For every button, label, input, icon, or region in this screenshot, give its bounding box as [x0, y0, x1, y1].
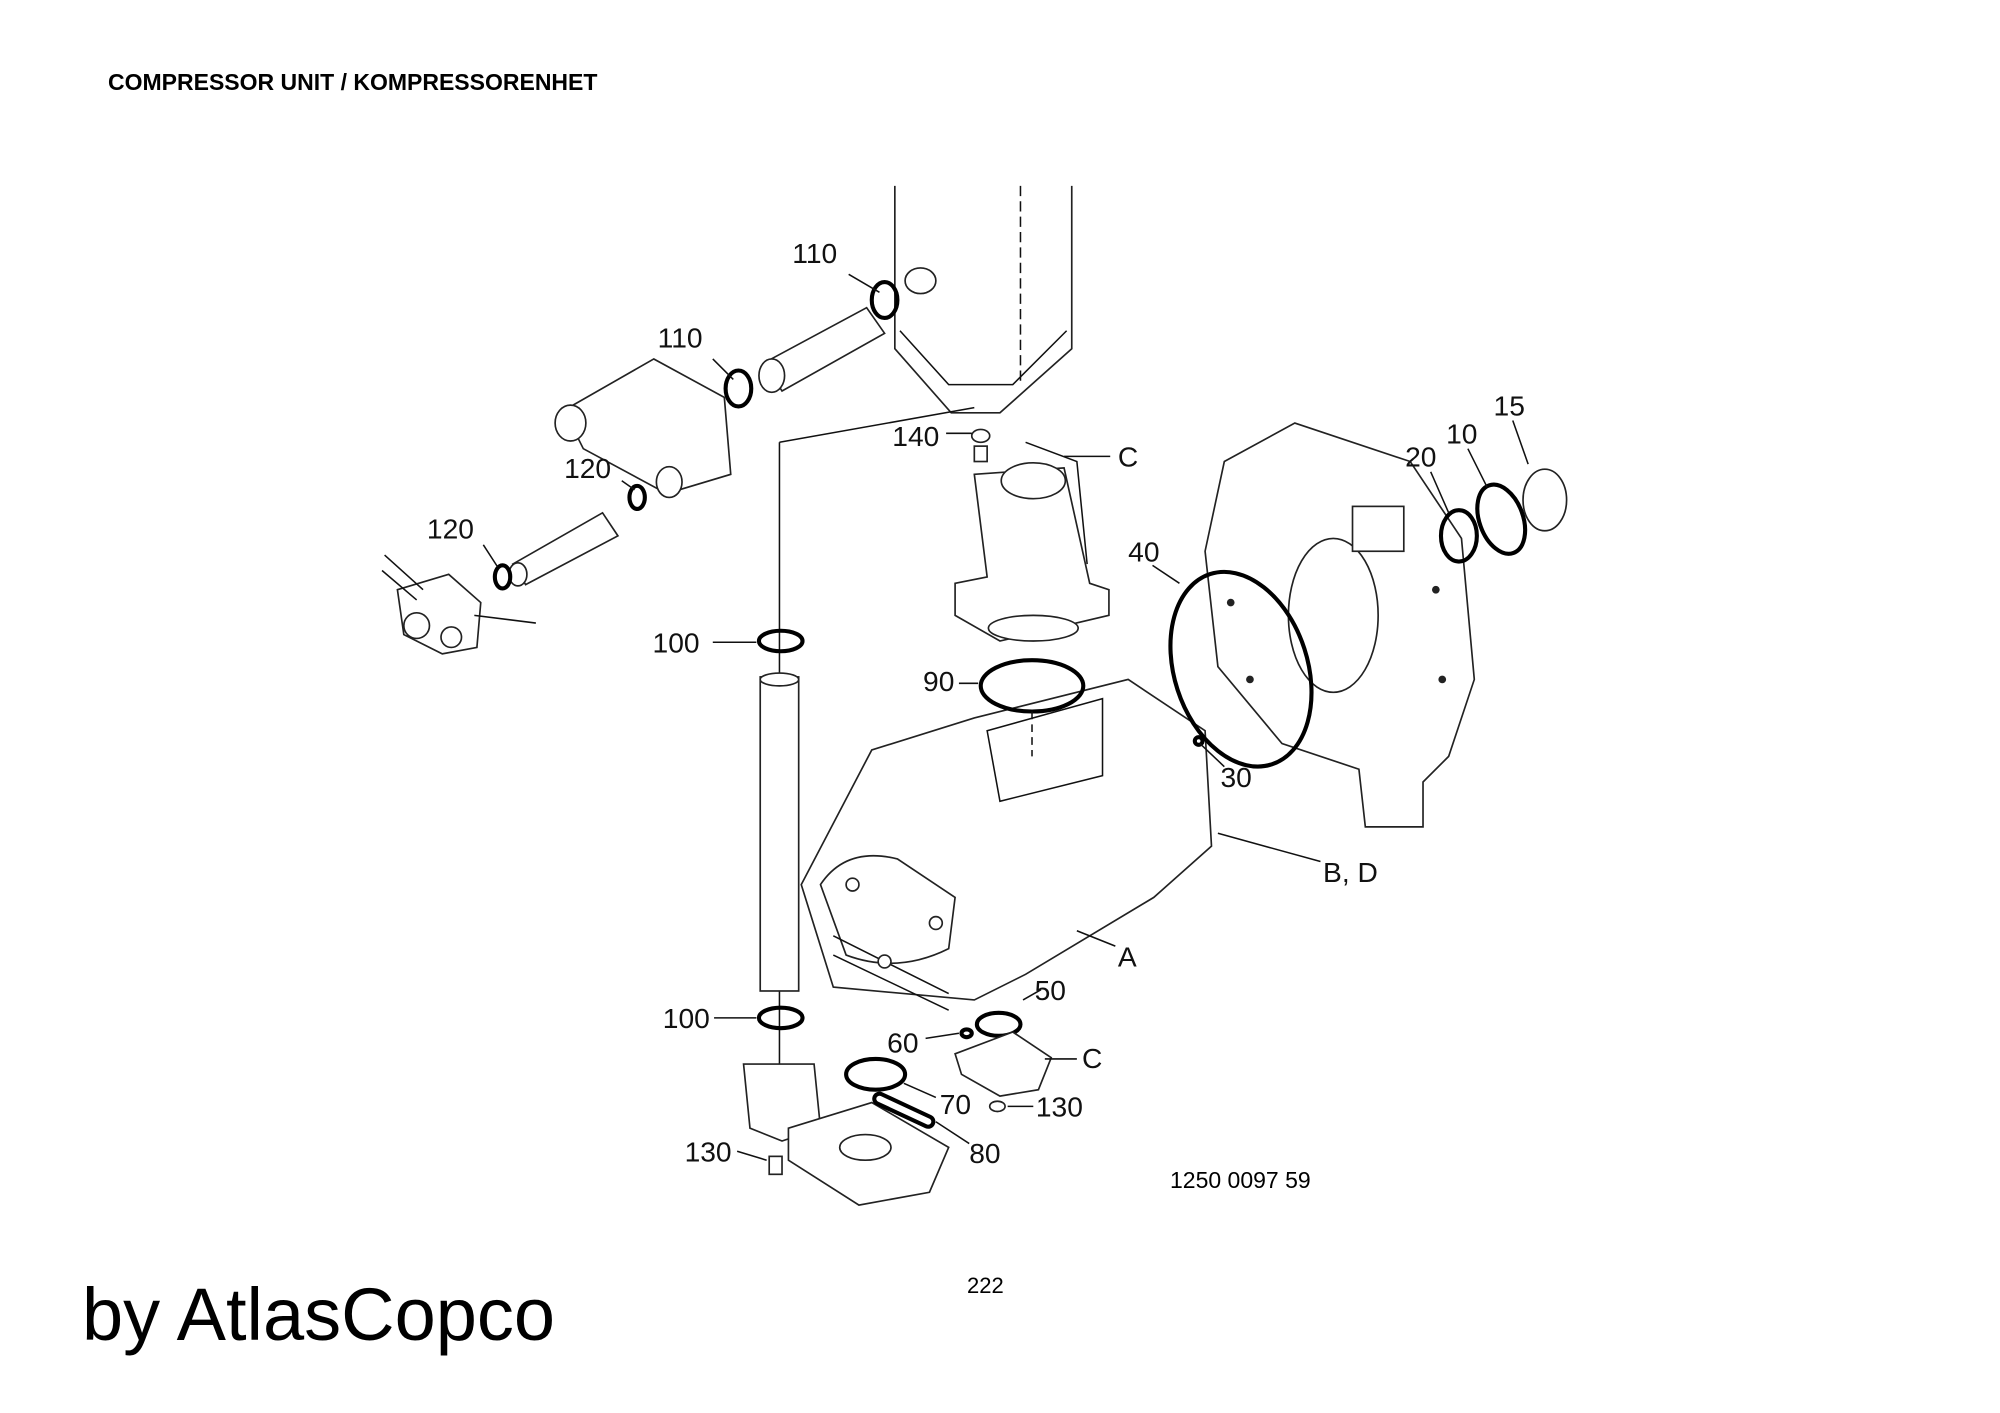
- callout-A: A: [1118, 941, 1137, 973]
- callout-C: C: [1082, 1042, 1102, 1074]
- o-ring-120: [627, 483, 647, 512]
- callout-10: 10: [1446, 418, 1477, 450]
- o-ring-100: [756, 1005, 805, 1031]
- vertical-pipe: [759, 672, 800, 992]
- unloader-valve: [954, 428, 1110, 642]
- page-title: COMPRESSOR UNIT / KOMPRESSORENHET: [108, 69, 597, 95]
- elbow-assembly: [742, 1063, 950, 1206]
- o-ring-40: [1168, 569, 1314, 769]
- callout-70: 70: [940, 1088, 971, 1120]
- callout-20: 20: [1405, 441, 1436, 473]
- callout-40: 40: [1128, 536, 1159, 568]
- separator-tank: [894, 185, 1073, 414]
- callout-60: 60: [887, 1027, 918, 1059]
- drawing-number: 1250 0097 59: [1170, 1167, 1311, 1193]
- seal-15: [1522, 468, 1568, 532]
- callout-110: 110: [792, 237, 837, 269]
- diagram-drawing: 110 110 140 C 15 10 20 120 40 120 100 90…: [381, 185, 1568, 1206]
- callout-120: 120: [427, 512, 474, 544]
- flange-plate: [954, 1031, 1053, 1097]
- pipe-assembly: [508, 306, 886, 587]
- callout-30: 30: [1220, 761, 1251, 793]
- callout-140: 140: [892, 420, 939, 452]
- callout-90: 90: [923, 665, 954, 697]
- callout-B-D: B, D: [1323, 856, 1378, 888]
- callout-C: C: [1118, 441, 1138, 473]
- callout-110: 110: [658, 321, 703, 353]
- valve-assembly: [381, 554, 536, 655]
- o-ring-120: [492, 563, 513, 591]
- o-ring-30: [1192, 735, 1205, 747]
- page-number: 222: [967, 1273, 1004, 1298]
- o-ring-10: [1475, 482, 1528, 556]
- callout-130: 130: [685, 1135, 732, 1167]
- callout-100: 100: [653, 627, 700, 659]
- compressor-element: [800, 678, 1213, 1011]
- callout-50: 50: [1035, 974, 1066, 1006]
- leader-lines: [482, 273, 1529, 1161]
- seal-20: [1438, 508, 1479, 564]
- o-ring-70: [844, 1056, 908, 1092]
- o-ring-110: [723, 368, 754, 409]
- o-ring-50: [974, 1010, 1023, 1038]
- callout-120: 120: [564, 452, 611, 484]
- o-ring-100: [756, 628, 805, 654]
- watermark: by AtlasCopco: [82, 1273, 555, 1356]
- callout-130: 130: [1036, 1091, 1083, 1123]
- callout-100: 100: [663, 1002, 710, 1034]
- gasket-80: [872, 1091, 936, 1129]
- callout-80: 80: [969, 1137, 1000, 1169]
- callout-15: 15: [1494, 389, 1525, 421]
- o-ring-60: [959, 1027, 974, 1040]
- gear-casing: [1204, 422, 1476, 828]
- o-ring-110: [869, 279, 900, 320]
